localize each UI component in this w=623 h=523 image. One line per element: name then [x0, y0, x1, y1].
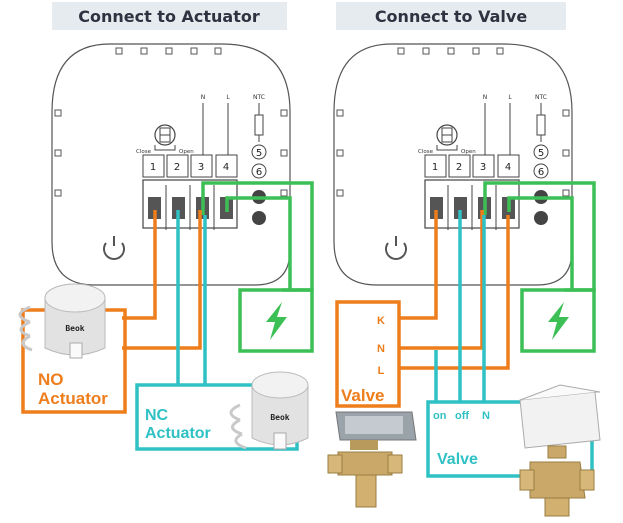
no-label-line2: Actuator [38, 389, 108, 408]
lightning-bolt-icon [266, 302, 287, 340]
k-label: K [377, 315, 385, 327]
valve-label-left: Valve [341, 386, 385, 405]
ntc-label-right: NTC [535, 94, 547, 101]
open-label-right: Open [461, 149, 476, 155]
valve-orange-box [335, 300, 401, 408]
no-label-line1: NO [38, 370, 64, 389]
open-label: Open [179, 149, 194, 155]
left-orange-wires [122, 210, 202, 350]
nc-actuator-device: Beok [229, 371, 309, 450]
right-thermostat-outline [333, 43, 573, 286]
left-terminal-row: 1 2 3 4 [142, 154, 238, 178]
right-cyan-wires [434, 210, 486, 402]
valve-device-left [327, 411, 417, 508]
power-button-icon [103, 236, 125, 260]
right-title-bg [336, 2, 566, 30]
terminal-2: 2 [174, 162, 180, 173]
valve-label-right: Valve [437, 451, 478, 468]
terminal-1-right: 1 [432, 162, 438, 173]
relay-symbol [154, 124, 176, 146]
valve-device-right [519, 384, 601, 517]
left-title-bg [52, 2, 287, 30]
left-cyan-wires [176, 210, 207, 385]
nc-label-line2: Actuator [145, 425, 211, 442]
relay-symbol-right [436, 124, 458, 146]
terminal-3: 3 [198, 162, 204, 173]
on-label: on [433, 410, 447, 422]
left-panel: Connect to Actuator Close Open N L NTC [18, 2, 314, 451]
left-thermostat-outline [51, 43, 291, 286]
right-terminal-row: 1 2 3 4 [424, 154, 520, 178]
right-power-box [520, 288, 596, 353]
right-orange-wires [398, 210, 510, 370]
ntc-label: NTC [253, 94, 265, 101]
left-power-box [238, 288, 314, 353]
nc-label-line1: NC [145, 407, 169, 424]
terminal-6: 6 [256, 167, 262, 178]
terminal-5-right: 5 [538, 148, 544, 159]
l-label: L [226, 94, 230, 101]
l-label-right: L [508, 94, 512, 101]
left-title: Connect to Actuator [78, 7, 260, 26]
terminal-4: 4 [223, 162, 229, 173]
no-actuator-device: Beok [18, 283, 106, 359]
close-label-right: Close [418, 149, 434, 155]
power-button-icon-right [385, 236, 407, 260]
terminal-5: 5 [256, 148, 262, 159]
n-label-orange: N [377, 343, 385, 355]
terminal-3-right: 3 [480, 162, 486, 173]
nc-actuator-brand: Beok [270, 413, 289, 422]
terminal-2-right: 2 [456, 162, 462, 173]
l-label-orange: L [378, 365, 385, 377]
n-label: N [201, 94, 206, 101]
n-label-cyan: N [482, 410, 490, 422]
right-panel: Connect to Valve Close Open N L NTC [327, 2, 601, 517]
close-label: Close [136, 149, 152, 155]
n-label-right: N [483, 94, 488, 101]
terminal-6-right: 6 [538, 167, 544, 178]
right-title: Connect to Valve [375, 7, 528, 26]
terminal-1: 1 [150, 162, 156, 173]
terminal-4-right: 4 [505, 162, 511, 173]
lightning-bolt-icon-right [548, 302, 569, 340]
off-label: off [455, 410, 469, 422]
no-actuator-brand: Beok [65, 324, 84, 333]
